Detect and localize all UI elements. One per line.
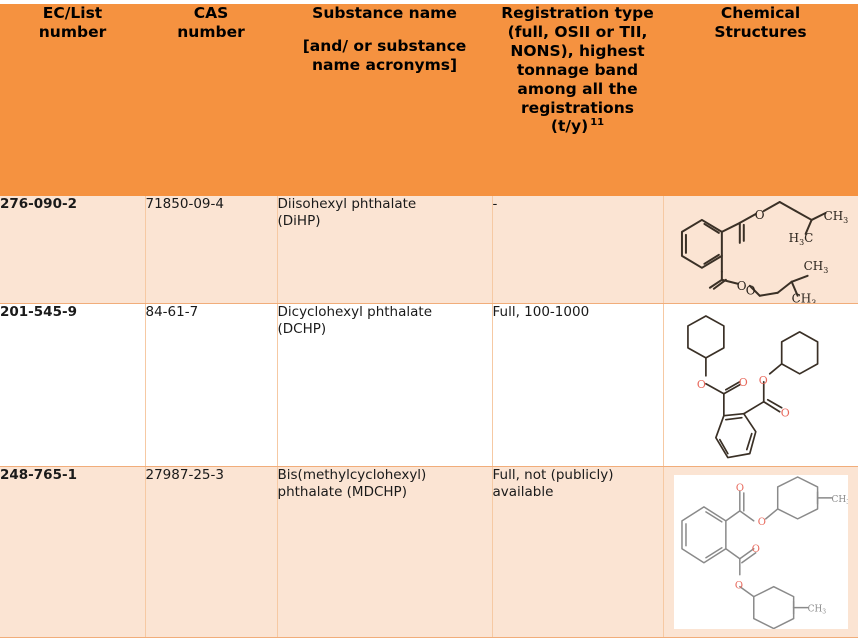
oxygen-label: O (738, 376, 747, 389)
header-registration-main: Registration type (full, OSII or TII, NO… (501, 4, 654, 136)
substance-table: EC/List number CAS number Substance name… (0, 4, 858, 638)
column-header-registration-type: Registration type (full, OSII or TII, NO… (492, 4, 663, 196)
header-substance-name-main: Substance name (312, 4, 457, 22)
registration-line2: available (492, 484, 554, 501)
header-substance-name-sub: [and/ or substance name acronyms] (302, 36, 467, 74)
table-row: 276-090-2 71850-09-4 Diisohexyl phthalat… (0, 196, 859, 304)
substance-name-line1: Bis(methylcyclohexyl) (277, 467, 427, 484)
registration-line1: - (492, 196, 498, 212)
column-header-cas-number: CAS number (145, 4, 277, 196)
substance-name-line2: (DCHP) (277, 320, 327, 337)
substance-name-line1: Diisohexyl phthalate (277, 196, 417, 212)
cell-substance-name: Diisohexyl phthalate (DiHP) (277, 196, 493, 304)
registration-line1: Full, not (publicly) (492, 467, 614, 484)
cell-cas-number: 71850-09-4 (145, 196, 278, 304)
footnote-marker: 11 (590, 117, 605, 129)
cell-chemical-structure: O O O O (663, 303, 859, 468)
oxygen-label: O (745, 284, 755, 298)
methyl-label: CH3 (803, 259, 828, 275)
oxygen-label: O (734, 581, 742, 592)
header-ec-line1: EC/List (42, 4, 103, 22)
cell-ec-number: 248-765-1 (0, 466, 146, 638)
bis-methylcyclohexyl-phthalate-structure: O O O O CH3 CH3 (673, 475, 848, 629)
substance-name-line1: Dicyclohexyl phthalate (277, 303, 433, 320)
substance-name-line2: phthalate (MDCHP) (277, 484, 407, 501)
cell-ec-number: 276-090-2 (0, 196, 146, 304)
cell-cas-number: 84-61-7 (145, 303, 278, 468)
oxygen-label: O (754, 208, 764, 222)
cell-cas-number: 27987-25-3 (145, 466, 278, 638)
methyl-label: CH3 (823, 209, 848, 225)
dicyclohexyl-phthalate-structure: O O O O (664, 304, 859, 467)
oxygen-label: O (780, 406, 789, 419)
cell-registration-type: - (492, 196, 664, 304)
header-ec-line2: number (38, 22, 107, 41)
cell-chemical-structure: O O O O CH3 CH3 (663, 466, 858, 638)
oxygen-label: O (758, 374, 767, 387)
substance-name-line2: (DiHP) (277, 212, 321, 229)
registration-line1: Full, 100-1000 (492, 303, 590, 320)
table-body: 276-090-2 71850-09-4 Diisohexyl phthalat… (0, 196, 859, 638)
column-header-substance-name: Substance name [and/ or substance name a… (277, 4, 492, 196)
oxygen-label: O (696, 378, 705, 391)
cell-registration-type: Full, not (publicly) available (492, 466, 664, 638)
diisohexyl-phthalate-structure: O O O CH3 H3C CH3 CH3 (664, 196, 859, 303)
oxygen-label: O (736, 279, 746, 293)
methyl-label: H3C (788, 231, 813, 247)
header-cas-line1: CAS (193, 4, 229, 22)
oxygen-label: O (735, 483, 743, 494)
cell-substance-name: Bis(methylcyclohexyl) phthalate (MDCHP) (277, 466, 493, 638)
cell-ec-number: 201-545-9 (0, 303, 146, 468)
column-header-chemical-structures: Chemical Structures (663, 4, 858, 196)
oxygen-label: O (751, 544, 759, 555)
methyl-label: CH3 (831, 495, 848, 506)
header-row: EC/List number CAS number Substance name… (0, 4, 858, 196)
table-row: 201-545-9 84-61-7 Dicyclohexyl phthalate… (0, 303, 859, 468)
cell-substance-name: Dicyclohexyl phthalate (DCHP) (277, 303, 493, 468)
header-structures-line1: Chemical (720, 4, 801, 22)
cell-chemical-structure: O O O CH3 H3C CH3 CH3 (663, 196, 859, 304)
methyl-label: CH3 (807, 605, 826, 616)
oxygen-label: O (757, 517, 765, 528)
table-row: 248-765-1 27987-25-3 Bis(methylcyclohexy… (0, 466, 858, 638)
cell-registration-type: Full, 100-1000 (492, 303, 664, 468)
header-structures-line2: Structures (714, 22, 807, 41)
table-header: EC/List number CAS number Substance name… (0, 4, 858, 196)
header-cas-line2: number (177, 22, 245, 41)
column-header-ec-list-number: EC/List number (0, 4, 145, 196)
methyl-label: CH3 (791, 292, 816, 303)
